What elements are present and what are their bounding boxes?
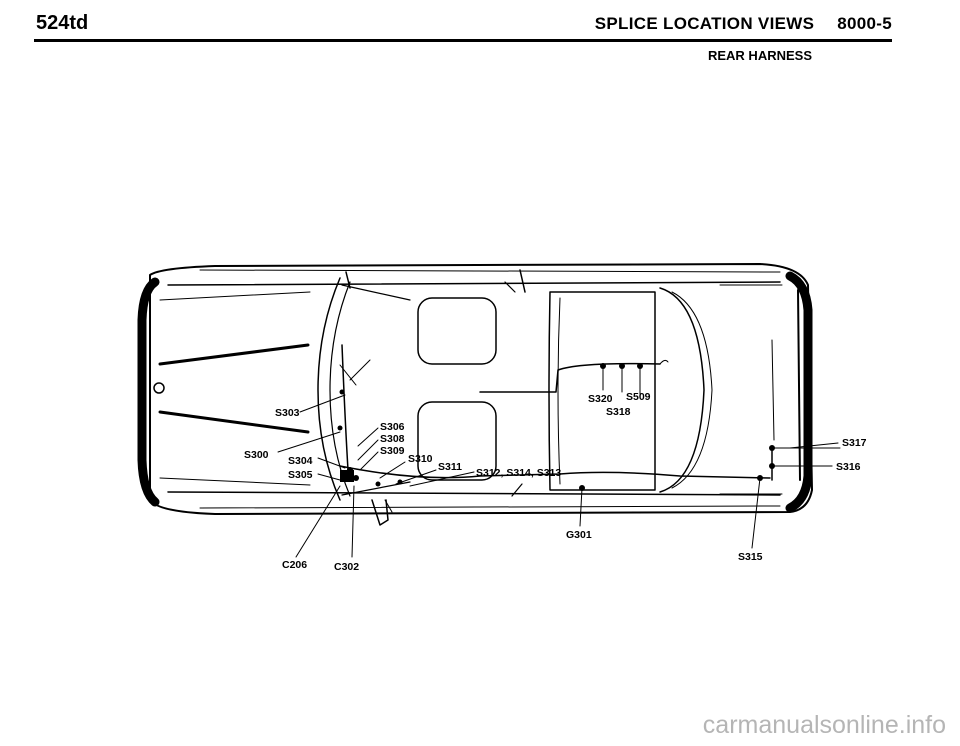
- label-s316: S316: [836, 461, 861, 473]
- label-s509: S509: [626, 391, 651, 403]
- hood-crease-upper: [158, 343, 310, 366]
- windshield: [317, 277, 341, 501]
- section-header: SPLICE LOCATION VIEWS 8000-5: [577, 14, 892, 34]
- harness-main: [339, 465, 771, 479]
- label-s300: S300: [244, 449, 269, 461]
- label-c302: C302: [334, 561, 359, 573]
- front-seat-lower: [417, 401, 497, 481]
- header-rule: [34, 39, 892, 42]
- watermark: carmanualsonline.info: [702, 711, 946, 739]
- front-seat-upper: [417, 297, 497, 365]
- label-g301: G301: [566, 529, 592, 541]
- label-s320: S320: [588, 393, 613, 405]
- car-body-outline: [149, 263, 813, 515]
- label-c206: C206: [282, 559, 307, 571]
- section-title: SPLICE LOCATION VIEWS: [594, 14, 815, 33]
- label-s311: S311: [438, 461, 462, 473]
- label-s317: S317: [842, 437, 867, 449]
- label-s312-s314-s313: S312, S314, S313: [476, 467, 561, 479]
- label-s305: S305: [288, 469, 313, 481]
- rear-window: [659, 287, 705, 493]
- side-mirror: [371, 499, 389, 526]
- hood-crease-lower: [158, 410, 310, 434]
- label-s315: S315: [738, 551, 763, 563]
- label-s304: S304: [288, 455, 313, 467]
- diagram-subtitle: REAR HARNESS: [707, 48, 812, 63]
- rear-seat: [548, 291, 656, 491]
- hood-emblem: [153, 382, 165, 394]
- model-label: 524td: [36, 12, 89, 34]
- label-s303: S303: [275, 407, 300, 419]
- front-bumper: [137, 277, 160, 507]
- label-s306: S306: [380, 421, 405, 433]
- label-s318: S318: [606, 406, 631, 418]
- label-s309: S309: [380, 445, 405, 457]
- rear-bumper: [785, 271, 813, 513]
- label-s308: S308: [380, 433, 405, 445]
- page-number: 8000-5: [837, 14, 892, 33]
- label-s310: S310: [408, 453, 433, 465]
